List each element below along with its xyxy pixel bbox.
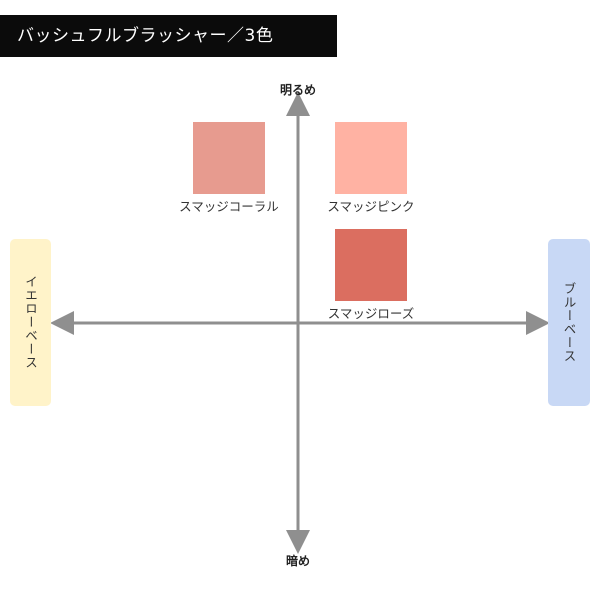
blue-base-card: ブルーベース — [548, 239, 590, 406]
swatch-label-pink: スマッジピンク — [327, 199, 415, 214]
swatch-rose — [335, 229, 407, 301]
swatch-label-rose: スマッジローズ — [327, 306, 415, 321]
axis-label-left: イエローベース — [23, 275, 38, 370]
swatch-label-coral: スマッジコーラル — [179, 199, 279, 214]
yellow-base-card: イエローベース — [10, 239, 51, 406]
axis-label-top: 明るめ — [279, 83, 317, 97]
axis-label-bottom: 暗め — [285, 554, 311, 568]
swatch-coral — [193, 122, 265, 194]
axis-label-right: ブルーベース — [561, 282, 577, 363]
swatch-pink — [335, 122, 407, 194]
page-title: バッシュフルブラッシャー／3色 — [0, 15, 337, 57]
